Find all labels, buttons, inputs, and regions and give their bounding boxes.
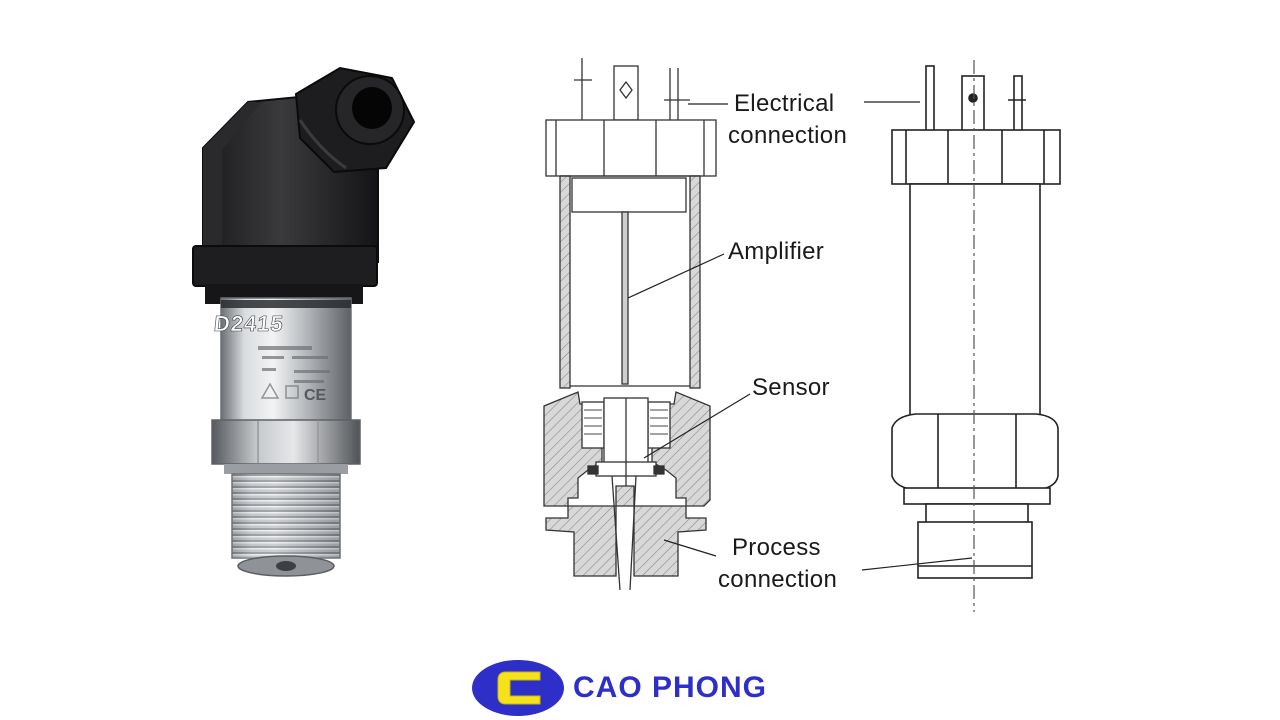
- connector-base: [192, 245, 378, 287]
- process-connection-label: Process: [732, 534, 821, 561]
- cao-phong-logo-icon: [472, 660, 564, 716]
- electrical-connection-label: Electrical: [734, 90, 835, 117]
- engraving-marks: [258, 346, 330, 399]
- product-photo: D2415 CE: [192, 66, 416, 577]
- ce-mark-icon: CE: [304, 387, 327, 404]
- model-label: D2415: [213, 311, 285, 336]
- hex-nut: [211, 419, 361, 465]
- amplifier-label: Amplifier: [728, 238, 825, 265]
- outline-drawing: [861, 60, 1061, 612]
- brand-name: CAO PHONG: [573, 671, 768, 704]
- sectional-drawing: [543, 58, 751, 591]
- connector-housing-side: [203, 102, 262, 262]
- svg-text:CE: CE: [304, 387, 327, 404]
- electrical-connection-label-line2: connection: [728, 122, 848, 149]
- cable-gland: [294, 66, 416, 174]
- sensor-label: Sensor: [752, 374, 830, 401]
- process-connection-label-line2: connection: [718, 566, 838, 593]
